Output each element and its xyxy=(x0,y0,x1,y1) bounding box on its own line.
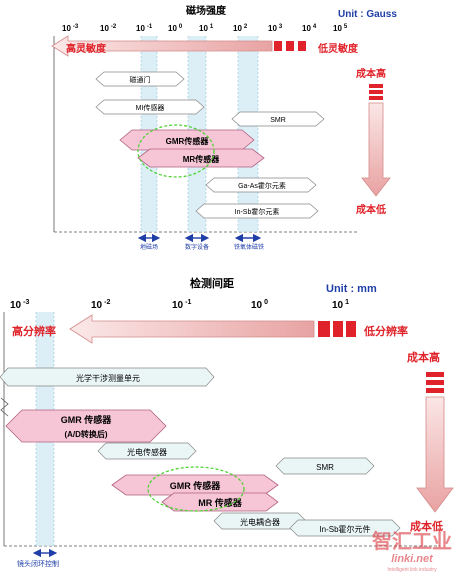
sensor-gmr: GMR 传感器 xyxy=(111,474,279,496)
cost-bar xyxy=(369,96,383,100)
top-scale-label: 10-1 xyxy=(136,24,153,33)
bottom-scale-label: 10-2 xyxy=(91,299,110,311)
sensor-mr: MR传感器 xyxy=(137,148,265,168)
sensor-label: GMR 传感器 xyxy=(61,414,112,425)
cost-low-label: 成本低 xyxy=(356,203,386,216)
sensor-label: SMR xyxy=(270,117,286,124)
cost-high-label: 成本高 xyxy=(407,350,440,364)
earth-field-label: 地磁场 xyxy=(140,243,158,251)
sensor-label: MI传感器 xyxy=(136,103,165,112)
svg-text:102: 102 xyxy=(233,24,248,33)
sensor-insb-hall: In-Sb霍尔元件 xyxy=(289,519,401,537)
svg-text:100: 100 xyxy=(168,24,183,33)
low-sensitivity-label: 低灵敏度 xyxy=(317,42,359,55)
sensor-label: (A/D转换后) xyxy=(64,429,107,439)
svg-text:10-1: 10-1 xyxy=(172,299,191,311)
sensor-label: MR传感器 xyxy=(183,154,220,164)
sensor-optical-interferometer: 光学干涉测量单元 xyxy=(0,367,215,387)
top-scale-label: 10-2 xyxy=(100,24,117,33)
sensor-label: Ga-As霍尔元素 xyxy=(238,181,286,190)
cost-high-label: 成本高 xyxy=(356,67,386,80)
bottom-panel-unit: Unit : mm xyxy=(326,283,377,295)
svg-text:10-3: 10-3 xyxy=(10,299,29,311)
sensor-label: GMR传感器 xyxy=(166,136,210,146)
svg-text:105: 105 xyxy=(333,24,348,33)
svg-text:101: 101 xyxy=(332,299,349,311)
sensor-photoelectric: 光电传感器 xyxy=(97,442,197,460)
cost-down-arrow xyxy=(361,102,391,197)
svg-text:10-1: 10-1 xyxy=(136,24,153,33)
sensor-smr: SMR xyxy=(231,111,325,127)
watermark-sub2: Intelligent link industry xyxy=(387,567,437,573)
cost-bar xyxy=(426,372,444,377)
sensor-mi: MI传感器 xyxy=(95,99,205,115)
svg-text:101: 101 xyxy=(199,24,214,33)
sensor-label: 光电耦合器 xyxy=(240,517,280,527)
lens-control-label: 镜头闭环控制 xyxy=(17,559,59,568)
cost-bar xyxy=(426,380,444,385)
svg-text:10-2: 10-2 xyxy=(91,299,110,311)
ferrite-magnet-label: 铁氧体磁铁 xyxy=(234,243,264,251)
gmr-mr-highlight xyxy=(147,466,245,512)
cost-bar xyxy=(426,388,444,393)
axis-break-mark xyxy=(0,397,9,417)
sensor-label: 光学干涉测量单元 xyxy=(76,373,140,383)
bottom-panel-title: 检测间距 xyxy=(190,276,234,290)
watermark: 智汇工业 linki.net Intelligent link industry xyxy=(372,529,452,573)
high-resolution-label: 高分辨率 xyxy=(12,324,56,338)
sensitivity-arrow xyxy=(51,35,306,57)
low-resolution-label: 低分辨率 xyxy=(363,324,408,338)
top-panel-unit: Unit : Gauss xyxy=(338,9,397,20)
sensor-label: In-Sb霍尔元件 xyxy=(319,524,370,534)
bottom-scale-label: 10-1 xyxy=(172,299,191,311)
sensor-label: MR 传感器 xyxy=(198,497,242,508)
sensor-label: 光电传感器 xyxy=(127,447,167,457)
resolution-arrow xyxy=(69,314,356,344)
sensor-gmr-ad: GMR 传感器 (A/D转换后) xyxy=(5,409,167,443)
top-scale-label: 10-3 xyxy=(62,24,79,33)
svg-text:103: 103 xyxy=(268,24,283,33)
cost-down-arrow xyxy=(416,396,454,513)
sensor-fluxgate: 磁通门 xyxy=(95,71,185,87)
sensor-label: GMR 传感器 xyxy=(170,480,221,491)
svg-text:10-2: 10-2 xyxy=(100,24,117,33)
high-sensitivity-label: 高灵敏度 xyxy=(66,42,107,55)
sensor-label: 磁通门 xyxy=(130,75,151,84)
svg-text:10-3: 10-3 xyxy=(62,24,79,33)
cost-bar xyxy=(369,90,383,94)
cost-low-label: 成本低 xyxy=(410,519,443,533)
sensor-label: In-Sb霍尔元素 xyxy=(235,207,280,216)
sensor-smr: SMR xyxy=(275,457,375,475)
watermark-main: 智汇工业 xyxy=(372,529,452,553)
svg-text:104: 104 xyxy=(302,24,317,33)
sensor-gaas-hall: Ga-As霍尔元素 xyxy=(205,177,317,193)
cost-bar xyxy=(369,84,383,88)
sensor-insb-hall: In-Sb霍尔元素 xyxy=(195,203,319,219)
svg-text:100: 100 xyxy=(251,299,268,311)
sensor-mr: MR 传感器 xyxy=(161,492,279,512)
bottom-scale-label: 10-3 xyxy=(10,299,29,311)
gmr-mr-highlight xyxy=(137,124,215,178)
sensor-gmr: GMR传感器 xyxy=(119,129,255,151)
top-panel-title: 磁场强度 xyxy=(186,4,227,17)
sensor-label: SMR xyxy=(316,463,334,472)
watermark-sub1: linki.net xyxy=(391,553,434,565)
digital-device-label: 数字设备 xyxy=(185,243,209,251)
